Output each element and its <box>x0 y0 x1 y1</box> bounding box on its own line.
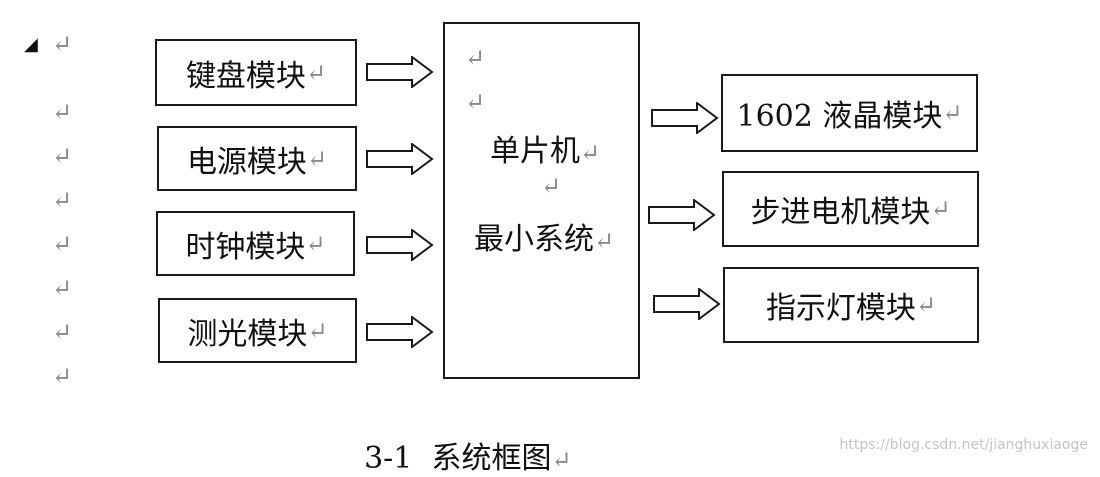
paragraph-mark: ↵ <box>52 318 73 346</box>
paragraph-mark: ↵ <box>541 172 562 200</box>
paragraph-mark: ↵ <box>52 30 73 58</box>
input-module-light: 测光模块↵ <box>158 298 357 363</box>
figure-caption: 3-1 系统框图↵ <box>345 398 572 477</box>
input-module-power: 电源模块↵ <box>157 126 357 191</box>
paragraph-mark: ↵ <box>307 316 328 345</box>
output-module-indicator: 指示灯模块↵ <box>723 267 979 343</box>
output-arrow-icon <box>651 102 719 134</box>
paragraph-mark: ↵ <box>52 142 73 170</box>
input-arrow-icon <box>366 316 434 348</box>
paragraph-mark: ↵ <box>465 88 486 116</box>
module-label: 指示灯模块 <box>765 291 916 326</box>
paragraph-mark: ↵ <box>52 362 73 390</box>
mcu-label-line2: 最小系统↵ <box>474 214 614 258</box>
paragraph-mark: ↵ <box>305 58 327 87</box>
output-module-lcd: 1602 液晶模块↵ <box>721 74 978 152</box>
mcu-box <box>443 22 640 379</box>
input-module-clock: 时钟模块↵ <box>156 211 355 276</box>
module-label: 步进电机模块 <box>750 195 931 230</box>
paragraph-mark: ↵ <box>465 44 486 72</box>
paragraph-mark: ↵ <box>594 227 615 255</box>
output-module-stepper: 步进电机模块↵ <box>722 171 979 247</box>
module-label: 时钟模块 <box>185 229 306 265</box>
paragraph-mark: ↵ <box>52 230 73 258</box>
watermark: https://blog.csdn.net/jianghuxiaoge <box>839 437 1088 453</box>
module-label: 键盘模块 <box>185 58 306 94</box>
paragraph-mark: ↵ <box>580 139 601 167</box>
paragraph-mark: ↵ <box>306 144 328 173</box>
mcu-line1-text: 单片机 <box>490 134 580 169</box>
paragraph-mark: ↵ <box>942 99 963 127</box>
anchor-glyph: ◢ <box>24 34 38 55</box>
mcu-label-line1: 单片机↵ <box>490 126 600 170</box>
paragraph-mark: ↵ <box>52 98 73 126</box>
paragraph-mark: ↵ <box>551 446 572 474</box>
module-label: 1602 液晶模块 <box>736 99 943 134</box>
input-arrow-icon <box>366 56 434 88</box>
paragraph-mark: ↵ <box>52 274 73 302</box>
input-arrow-icon <box>366 143 434 175</box>
module-label: 电源模块 <box>186 144 307 180</box>
paragraph-mark: ↵ <box>930 195 951 223</box>
paragraph-mark: ↵ <box>305 229 326 258</box>
paragraph-mark: ↵ <box>915 291 937 319</box>
paragraph-mark: ↵ <box>52 186 73 214</box>
output-arrow-icon <box>653 288 721 320</box>
input-module-keyboard: 键盘模块↵ <box>155 39 357 106</box>
mcu-line2-text: 最小系统 <box>474 222 594 257</box>
input-arrow-icon <box>366 229 434 261</box>
module-label: 测光模块 <box>187 316 308 352</box>
output-arrow-icon <box>648 199 716 231</box>
anchor-icon: ◢ <box>24 34 38 55</box>
